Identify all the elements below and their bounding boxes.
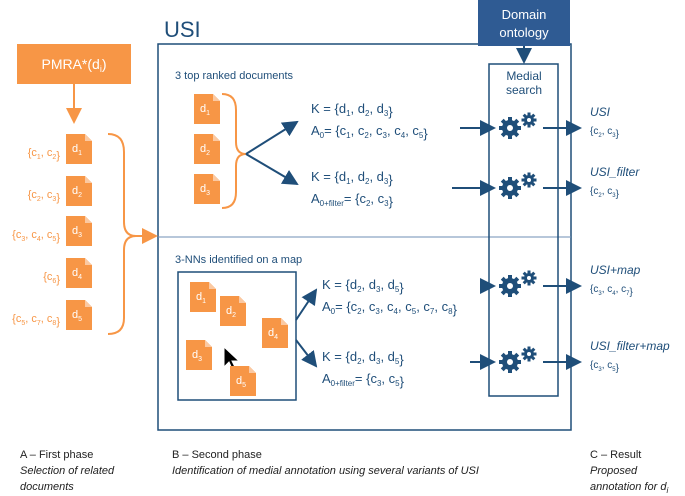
- phase-a-doc-1: d1: [66, 134, 92, 164]
- top-doc-1: d1: [194, 94, 220, 124]
- gear-icon: [499, 112, 537, 139]
- phase-a-concepts-5: {c5, c7, c8}: [12, 313, 60, 328]
- top-branch-arrow-lower: [245, 153, 299, 186]
- map-branch-arrow-upper: [295, 288, 318, 321]
- map-doc-4: d4: [262, 318, 288, 348]
- phase-a-concepts-4: {c6}: [43, 271, 60, 286]
- top-section-heading: 3 top ranked documents: [175, 70, 294, 82]
- medial-search-line1: Medial: [506, 69, 541, 83]
- medial-search-box: [488, 63, 559, 397]
- phase-a-doc-3: d3: [66, 216, 92, 246]
- top-a-set-2: A0+filter= {c2, c3}: [311, 191, 394, 209]
- svg-text:d1: d1: [196, 291, 206, 305]
- bottom-k-set-1: K = {d2, d3, d5}: [322, 277, 404, 295]
- result-concepts-4: {c3, c5}: [590, 360, 620, 374]
- phase-a-brace: [107, 133, 137, 335]
- bottom-a-set-1: A0= {c2, c3, c4, c5, c7, c8}: [322, 299, 458, 317]
- phase-a-title: A – First phase: [20, 449, 93, 461]
- phase-a-concepts-2: {c2, c3}: [28, 189, 61, 204]
- phase-a-doc-4: d4: [66, 258, 92, 288]
- result-name-2: USI_filter: [590, 165, 640, 179]
- pmra-box: [17, 44, 131, 84]
- result-name-3: USI+map: [590, 263, 641, 277]
- svg-text:d4: d4: [268, 327, 278, 341]
- result-name-4: USI_filter+map: [590, 339, 670, 353]
- phase-b-title: B – Second phase: [172, 449, 262, 461]
- result-concepts-3: {c3, c4, c7}: [590, 284, 634, 298]
- svg-text:d5: d5: [236, 375, 246, 389]
- svg-text:d1: d1: [200, 103, 210, 117]
- phase-b-subtitle: Identification of medial annotation usin…: [172, 465, 479, 477]
- gear-icon: [499, 172, 537, 199]
- map-doc-2: d2: [220, 296, 246, 326]
- domain-ontology-line2: ontology: [499, 25, 549, 40]
- usi-title: USI: [164, 17, 201, 42]
- phase-a-subtitle-line1: Selection of related: [20, 465, 115, 477]
- phase-a-subtitle-line2: documents: [20, 481, 74, 493]
- medial-search-line2: search: [506, 83, 542, 97]
- map-branch-arrow-lower: [295, 339, 318, 368]
- map-doc-1: d1: [190, 282, 216, 312]
- phase-c-subtitle-line2: annotation for di: [590, 481, 668, 495]
- svg-text:d2: d2: [226, 305, 236, 319]
- top-doc-3: d3: [194, 174, 220, 204]
- bottom-k-set-2: K = {d2, d3, d5}: [322, 349, 404, 367]
- bottom-a-set-2: A0+filter= {c3, c5}: [322, 371, 405, 389]
- top-k-set-1: K = {d1, d2, d3}: [311, 101, 393, 119]
- top-a-set-1: A0= {c1, c2, c3, c4, c5}: [311, 123, 428, 141]
- phase-a-concepts-3: {c3, c4, c5}: [12, 229, 60, 244]
- top-k-set-2: K = {d1, d2, d3}: [311, 169, 393, 187]
- gear-icon: [499, 346, 537, 373]
- domain-ontology-box: [478, 0, 570, 46]
- phase-a-doc-5: d5: [66, 300, 92, 330]
- phase-c-subtitle-line1: Proposed: [590, 465, 638, 477]
- bottom-section-heading: 3-NNs identified on a map: [175, 254, 302, 266]
- result-name-1: USI: [590, 105, 611, 119]
- phase-a-doc-2: d2: [66, 176, 92, 206]
- gear-icon: [499, 270, 537, 297]
- map-doc-5: d5: [230, 366, 256, 396]
- top-branch-arrow-upper: [245, 120, 299, 155]
- svg-text:d3: d3: [200, 183, 210, 197]
- top-doc-2: d2: [194, 134, 220, 164]
- pmra-label: PMRA*(di): [41, 56, 106, 74]
- phase-c-title: C – Result: [590, 449, 641, 461]
- top-docs-brace: [221, 93, 247, 209]
- map-doc-3: d3: [186, 340, 212, 370]
- svg-text:d4: d4: [72, 267, 82, 281]
- svg-text:d2: d2: [72, 185, 82, 199]
- svg-text:d3: d3: [192, 349, 202, 363]
- svg-text:d2: d2: [200, 143, 210, 157]
- result-concepts-2: {c2, c3}: [590, 186, 620, 200]
- svg-text:d5: d5: [72, 309, 82, 323]
- svg-text:d3: d3: [72, 225, 82, 239]
- domain-ontology-line1: Domain: [502, 7, 547, 22]
- result-concepts-1: {c2, c3}: [590, 126, 620, 140]
- phase-a-concepts-1: {c1, c2}: [28, 147, 61, 162]
- svg-text:d1: d1: [72, 143, 82, 157]
